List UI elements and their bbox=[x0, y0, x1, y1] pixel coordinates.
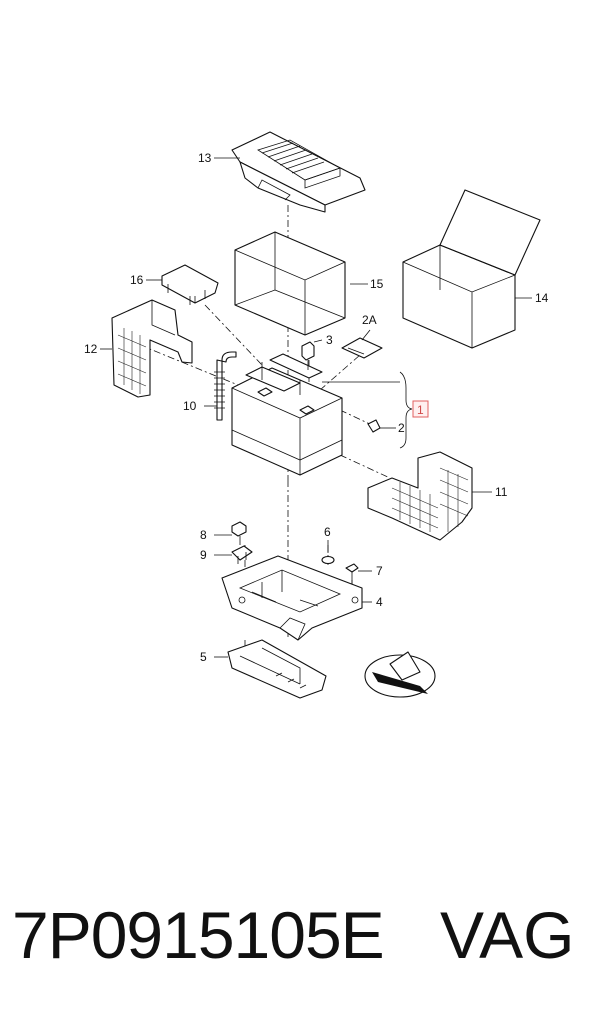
clip-part bbox=[231, 545, 253, 564]
lower-bracket-part bbox=[227, 639, 327, 699]
callout-6: 6 bbox=[324, 525, 331, 539]
callout-14: 14 bbox=[535, 291, 549, 305]
callout-3: 3 bbox=[326, 333, 333, 347]
part-number-label: 7P0915105E bbox=[12, 898, 385, 972]
callout-1: 1 bbox=[417, 403, 424, 417]
storage-box-part bbox=[402, 189, 541, 349]
callout-4: 4 bbox=[376, 595, 383, 609]
brand-label: VAG bbox=[440, 898, 575, 972]
part-caption: 7P0915105E VAG bbox=[0, 890, 600, 980]
screw-part bbox=[345, 563, 359, 585]
callout-9: 9 bbox=[200, 548, 207, 562]
terminal-clamp-part bbox=[301, 341, 315, 370]
pad-part bbox=[341, 337, 383, 359]
callout-11: 11 bbox=[495, 485, 508, 499]
holder-part bbox=[161, 264, 219, 305]
bolt-upper-part bbox=[231, 521, 247, 545]
callout-10: 10 bbox=[183, 399, 197, 413]
callout-1-highlight bbox=[412, 400, 429, 418]
callout-5: 5 bbox=[200, 650, 207, 664]
vent-hose-part bbox=[214, 351, 237, 421]
callout-8: 8 bbox=[200, 528, 207, 542]
bolt-part bbox=[367, 419, 381, 433]
callout-13: 13 bbox=[198, 151, 212, 165]
battery-part bbox=[231, 353, 343, 476]
leader-lines bbox=[100, 157, 532, 658]
callout-15: 15 bbox=[370, 277, 384, 291]
callout-16: 16 bbox=[130, 273, 144, 287]
battery-cover-part bbox=[231, 131, 366, 213]
side-insulation-part bbox=[111, 299, 193, 398]
battery-box-part bbox=[234, 231, 346, 336]
side-insulation-right-part bbox=[367, 451, 473, 541]
callout-7: 7 bbox=[376, 564, 383, 578]
callout-2: 2 bbox=[398, 421, 405, 435]
callout-2a: 2A bbox=[362, 313, 377, 327]
nut-part bbox=[321, 555, 335, 565]
orientation-arrow-icon bbox=[364, 651, 436, 698]
callout-labels: 13 15 14 16 12 10 3 2A 1 2 11 8 9 6 7 4 … bbox=[84, 151, 549, 664]
callout-12: 12 bbox=[84, 342, 98, 356]
battery-tray-part bbox=[221, 555, 363, 641]
battery-exploded-diagram: 13 15 14 16 12 10 3 2A 1 2 11 8 9 6 7 4 … bbox=[84, 131, 549, 699]
